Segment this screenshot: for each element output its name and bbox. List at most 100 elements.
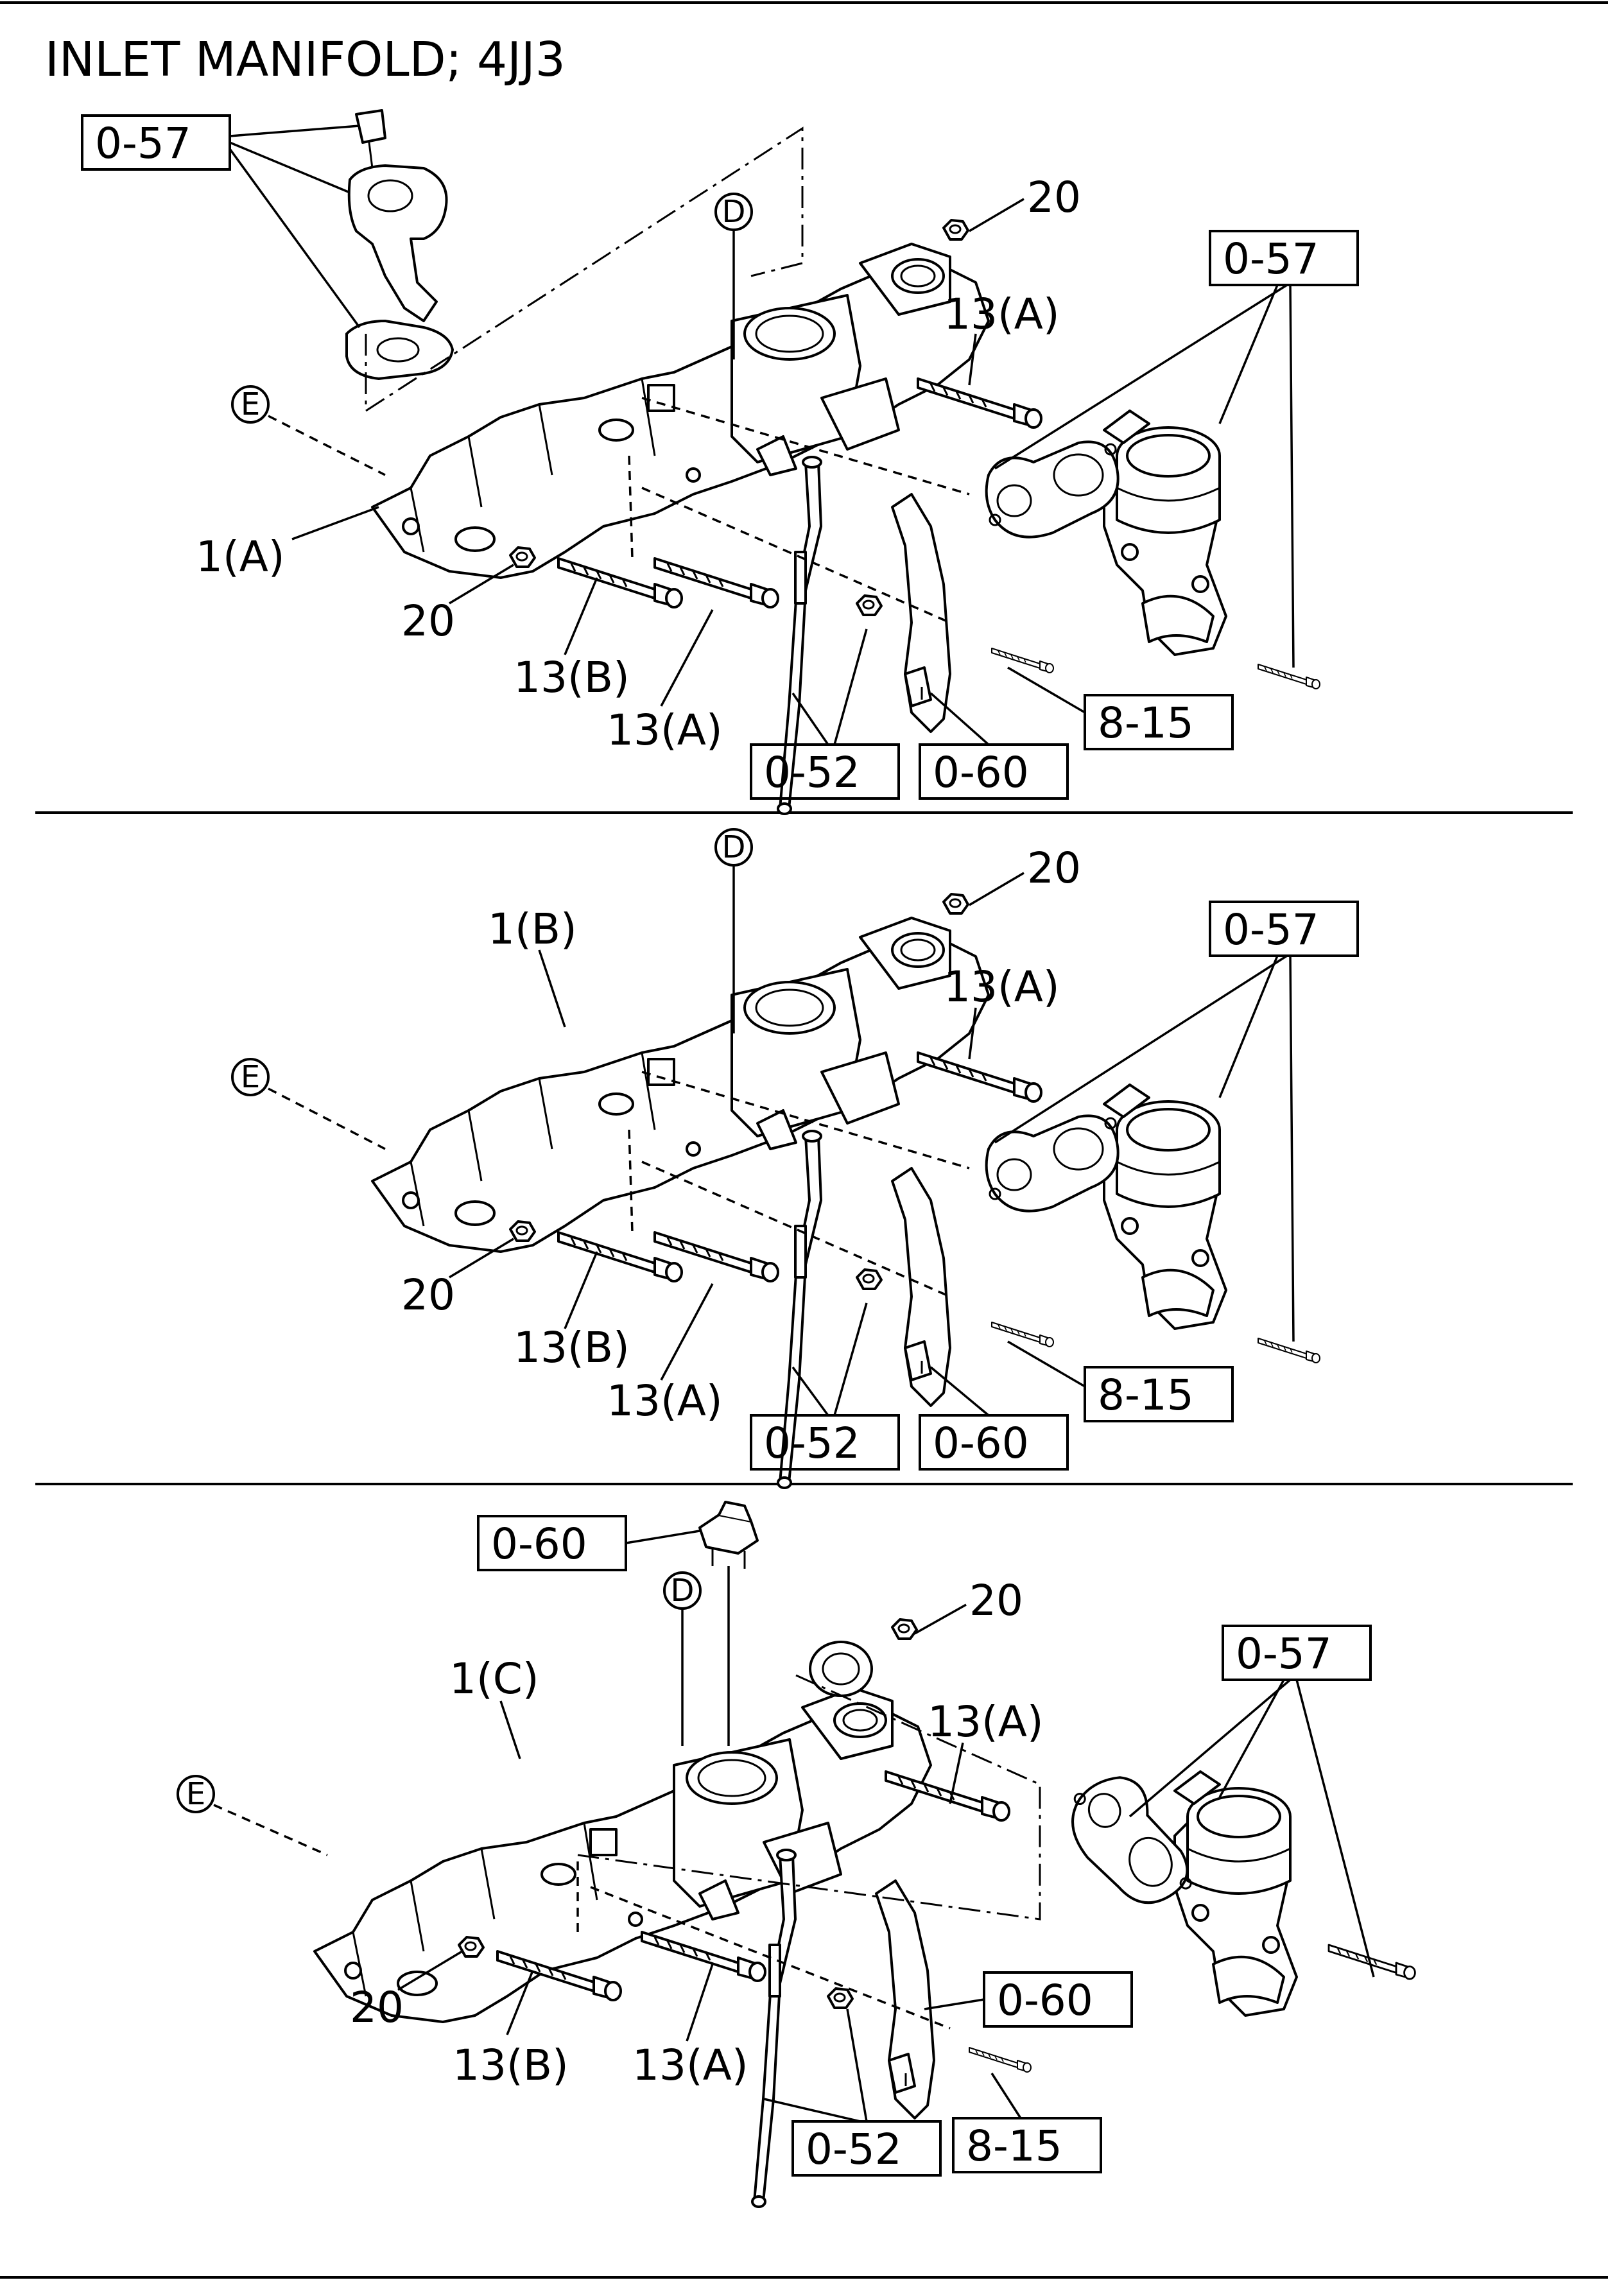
leader-1b — [538, 949, 566, 1028]
leader-0-60 — [929, 692, 990, 746]
callout-0-60: 0-60 — [933, 748, 1029, 797]
callout-20-lower: 20 — [401, 1270, 455, 1320]
leader-e — [268, 415, 386, 476]
leader-13a-lower — [686, 1964, 714, 2042]
callout-13a-upper: 13(A) — [928, 1697, 1044, 1747]
leader-8-15 — [1007, 666, 1085, 714]
callout-8-15: 8-15 — [966, 2121, 1062, 2171]
leader-13a-upper — [968, 1007, 977, 1060]
sensor-0-60 — [698, 1501, 759, 1570]
diagram-title: INLET MANIFOLD; 4JJ3 — [45, 32, 566, 87]
callout-13b: 13(B) — [514, 653, 630, 702]
callout-0-57: 0-57 — [1223, 905, 1319, 954]
leader-13a-upper — [968, 333, 977, 386]
gasket-bore — [376, 337, 420, 363]
bolt-egr — [1258, 1338, 1320, 1363]
intake-port-ring — [809, 1641, 873, 1697]
ref-d-label: D — [671, 1573, 695, 1609]
callout-0-57-right: 0-57 — [1223, 234, 1319, 284]
water-outlet-bolt — [355, 109, 386, 144]
callout-box-0-52 — [750, 743, 900, 800]
bolt-egr — [1258, 664, 1320, 689]
ref-circle-e — [231, 1058, 270, 1096]
callout-20-upper: 20 — [969, 1576, 1023, 1625]
leader-20-lower — [449, 564, 514, 605]
phantom-line — [365, 126, 804, 413]
alignment-dash-egr — [641, 397, 970, 496]
leaders-0-57 — [1128, 1679, 1375, 1978]
leader-0-60-top — [625, 1530, 700, 1544]
ref-e-label: E — [186, 1776, 205, 1812]
callout-13a-lower: 13(A) — [632, 2041, 748, 2090]
bracket-0-60 — [891, 1167, 951, 1407]
callout-box-0-60 — [919, 1414, 1069, 1471]
inlet-manifold-1c — [313, 1687, 932, 2023]
leader-13b — [506, 1970, 534, 2035]
callout-0-52: 0-52 — [806, 2125, 902, 2174]
callout-8-15: 8-15 — [1098, 698, 1194, 748]
egr-valve — [1103, 410, 1227, 656]
stud-nut — [856, 594, 883, 616]
section-2-inlet-manifold-b: D E 1(B) 20 0-57 13(A) 20 13(B) 13(A) 8-… — [231, 828, 1359, 1489]
callout-0-57-top-left: 0-57 — [95, 119, 191, 168]
bolt-13a-upper — [917, 377, 1042, 429]
callout-20-lower: 20 — [401, 596, 455, 646]
callout-13a-lower: 13(A) — [607, 705, 723, 755]
leaders-0-57-top-left — [229, 125, 361, 329]
inlet-manifold-1a — [371, 243, 990, 579]
nut-20-upper — [891, 1618, 918, 1640]
leader-13a-upper — [949, 1742, 964, 1804]
leader-8-15 — [990, 2073, 1022, 2119]
egr-valve — [1173, 1770, 1298, 2017]
egr-gasket — [985, 440, 1120, 539]
callout-20-upper: 20 — [1027, 173, 1081, 222]
callout-0-60-side: 0-60 — [997, 1976, 1093, 2025]
leader-8-15 — [1007, 1340, 1085, 1388]
alignment-dash-lower — [628, 455, 951, 624]
intake-port-bore — [822, 1652, 860, 1686]
water-outlet-bore — [367, 179, 413, 212]
callout-13b: 13(B) — [453, 2041, 569, 2090]
leader-13b — [564, 577, 598, 655]
leader-20-lower — [397, 1950, 463, 1991]
egr-gasket — [985, 1114, 1120, 1213]
ref-circle-e — [231, 385, 270, 424]
leader-20-upper — [969, 198, 1024, 232]
leaders-0-52 — [791, 1302, 868, 1417]
leader-0-60-side — [924, 1998, 985, 2010]
leaders-0-57-right — [994, 284, 1295, 668]
alignment-dash-egr — [641, 1071, 970, 1170]
section-3-inlet-manifold-c: D E 0-60 20 0-57 1(C) 13(A) 20 13(B) 13(… — [177, 1501, 1416, 2208]
ref-d-label: D — [722, 194, 746, 230]
egr-valve — [1103, 1083, 1227, 1330]
stud-nut — [856, 1268, 883, 1290]
callout-box-0-57-right — [1209, 230, 1359, 286]
bracket-0-60 — [891, 493, 951, 733]
bolt-shank — [368, 142, 374, 169]
ref-d-label: D — [722, 829, 746, 865]
callout-box-8-15 — [1084, 694, 1234, 750]
leaders-0-57 — [994, 954, 1295, 1342]
callout-13a-upper: 13(A) — [944, 289, 1060, 339]
leader-20-lower — [449, 1238, 514, 1279]
ref-circle-e — [177, 1775, 215, 1813]
phantom-line — [577, 1674, 1041, 1921]
callout-8-15: 8-15 — [1098, 1370, 1194, 1420]
bolt-13a-upper — [917, 1051, 1042, 1103]
alignment-dash-lower — [576, 1861, 951, 2030]
nut-20-lower — [458, 1936, 485, 1958]
leader-13a-lower — [660, 1283, 714, 1381]
callout-0-60: 0-60 — [933, 1419, 1029, 1468]
bolt-8-15 — [969, 2047, 1032, 2073]
nut-20-upper — [942, 219, 969, 241]
callout-13b: 13(B) — [514, 1323, 630, 1372]
callout-0-52: 0-52 — [764, 748, 860, 797]
water-outlet-pipe — [347, 164, 448, 322]
stud-nut — [827, 1987, 854, 2009]
section-1-inlet-manifold-a: D E 0-57 0-57 20 13(A) 1(A) 20 13(B) 13(… — [81, 109, 1359, 815]
leaders-0-52 — [763, 2008, 868, 2123]
leader-13b — [564, 1251, 598, 1329]
callout-box-0-60 — [919, 743, 1069, 800]
callout-box-0-52 — [750, 1414, 900, 1471]
